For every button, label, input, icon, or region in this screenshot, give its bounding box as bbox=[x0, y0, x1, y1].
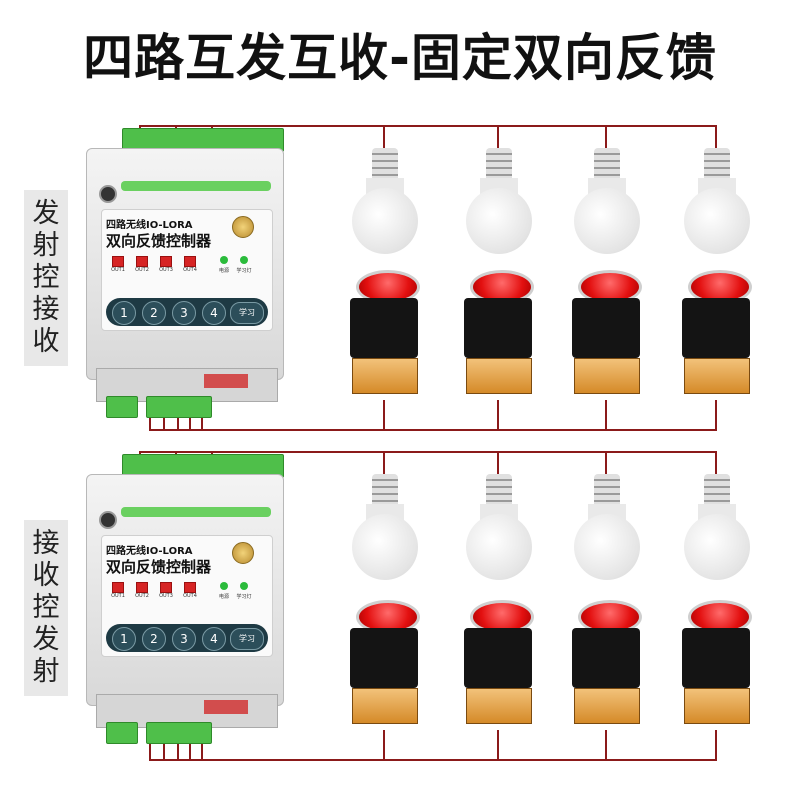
dip-switch bbox=[204, 700, 248, 714]
bulb-icon bbox=[352, 148, 418, 258]
page-title: 四路互发互收-固定双向反馈 bbox=[83, 29, 717, 87]
out2-label: OUT2 bbox=[135, 267, 149, 273]
side-char: 接 bbox=[32, 528, 60, 559]
front-panel: 四路无线IO-LORA 双向反馈控制器 OUT1 OUT2 OUT3 OUT4 … bbox=[101, 209, 273, 331]
out4-led bbox=[184, 256, 196, 267]
terminal-block-power bbox=[106, 396, 138, 418]
key-2[interactable]: 2 bbox=[142, 301, 166, 325]
out3-label: OUT3 bbox=[159, 267, 173, 273]
out2-led bbox=[136, 256, 148, 267]
bulb-icon bbox=[466, 148, 532, 258]
side-char: 收 bbox=[32, 560, 60, 591]
antenna-icon bbox=[232, 542, 254, 564]
side-char: 收 bbox=[32, 326, 60, 357]
bulb-icon bbox=[574, 148, 640, 258]
key-1[interactable]: 1 bbox=[112, 627, 136, 651]
key-1[interactable]: 1 bbox=[112, 301, 136, 325]
panel-title-1: 四路无线IO-LORA bbox=[106, 220, 193, 231]
key-3[interactable]: 3 bbox=[172, 301, 196, 325]
side-label-top: 发 射 控 接 收 bbox=[24, 190, 68, 366]
terminal-block-inputs bbox=[146, 396, 212, 418]
out4-label: OUT4 bbox=[183, 593, 197, 599]
key-3[interactable]: 3 bbox=[172, 627, 196, 651]
out2-led bbox=[136, 582, 148, 593]
out1-led bbox=[112, 256, 124, 267]
learn-button[interactable]: 学习 bbox=[230, 302, 264, 324]
out4-led bbox=[184, 582, 196, 593]
mount-hole bbox=[99, 511, 117, 529]
side-char: 控 bbox=[32, 592, 60, 623]
front-panel: 四路无线IO-LORA 双向反馈控制器 OUT1 OUT2 OUT3 OUT4 … bbox=[101, 535, 273, 657]
bulb-icon bbox=[352, 474, 418, 584]
push-button-icon bbox=[678, 600, 754, 730]
out3-led bbox=[160, 256, 172, 267]
bulb-icon bbox=[574, 474, 640, 584]
bulb-icon bbox=[466, 474, 532, 584]
push-button-icon bbox=[678, 270, 754, 400]
dip-switch bbox=[204, 374, 248, 388]
panel-title-2: 双向反馈控制器 bbox=[106, 558, 212, 576]
bulb-icon bbox=[684, 148, 750, 258]
controller-body: 四路无线IO-LORA 双向反馈控制器 OUT1 OUT2 OUT3 OUT4 … bbox=[86, 148, 284, 380]
terminal-block-power bbox=[106, 722, 138, 744]
indicator-strip bbox=[121, 181, 271, 191]
antenna-icon bbox=[232, 216, 254, 238]
keypad: 1 2 3 4 学习 bbox=[106, 298, 268, 326]
push-button-icon bbox=[568, 600, 644, 730]
learn-led bbox=[240, 582, 248, 590]
wire-bottom-buttons bbox=[149, 730, 717, 761]
out1-label: OUT1 bbox=[111, 593, 125, 599]
side-char: 接 bbox=[32, 294, 60, 325]
push-button-icon bbox=[568, 270, 644, 400]
side-char: 发 bbox=[32, 198, 60, 229]
out1-label: OUT1 bbox=[111, 267, 125, 273]
side-char: 射 bbox=[32, 656, 60, 687]
indicator-strip bbox=[121, 507, 271, 517]
learn-led-label: 学习灯 bbox=[236, 268, 252, 274]
controller-body: 四路无线IO-LORA 双向反馈控制器 OUT1 OUT2 OUT3 OUT4 … bbox=[86, 474, 284, 706]
out3-label: OUT3 bbox=[159, 593, 173, 599]
power-label: 电源 bbox=[218, 594, 229, 600]
panel-title-2: 双向反馈控制器 bbox=[106, 232, 212, 250]
push-button-icon bbox=[346, 600, 422, 730]
side-char: 射 bbox=[32, 230, 60, 261]
out1-led bbox=[112, 582, 124, 593]
push-button-icon bbox=[460, 270, 536, 400]
key-4[interactable]: 4 bbox=[202, 301, 226, 325]
bulb-icon bbox=[684, 474, 750, 584]
keypad: 1 2 3 4 学习 bbox=[106, 624, 268, 652]
panel-title-1: 四路无线IO-LORA bbox=[106, 546, 193, 557]
side-label-bottom: 接 收 控 发 射 bbox=[24, 520, 68, 696]
out2-label: OUT2 bbox=[135, 593, 149, 599]
power-label: 电源 bbox=[218, 268, 229, 274]
terminal-block-inputs bbox=[146, 722, 212, 744]
side-char: 发 bbox=[32, 624, 60, 655]
out4-label: OUT4 bbox=[183, 267, 197, 273]
mount-hole bbox=[99, 185, 117, 203]
push-button-icon bbox=[460, 600, 536, 730]
key-4[interactable]: 4 bbox=[202, 627, 226, 651]
learn-led-label: 学习灯 bbox=[236, 594, 252, 600]
out3-led bbox=[160, 582, 172, 593]
key-2[interactable]: 2 bbox=[142, 627, 166, 651]
power-led bbox=[220, 582, 228, 590]
power-led bbox=[220, 256, 228, 264]
learn-button[interactable]: 学习 bbox=[230, 628, 264, 650]
learn-led bbox=[240, 256, 248, 264]
push-button-icon bbox=[346, 270, 422, 400]
side-char: 控 bbox=[32, 262, 60, 293]
controller-top: 四路无线IO-LORA 双向反馈控制器 OUT1 OUT2 OUT3 OUT4 … bbox=[86, 128, 284, 428]
controller-bottom: 四路无线IO-LORA 双向反馈控制器 OUT1 OUT2 OUT3 OUT4 … bbox=[86, 454, 284, 754]
